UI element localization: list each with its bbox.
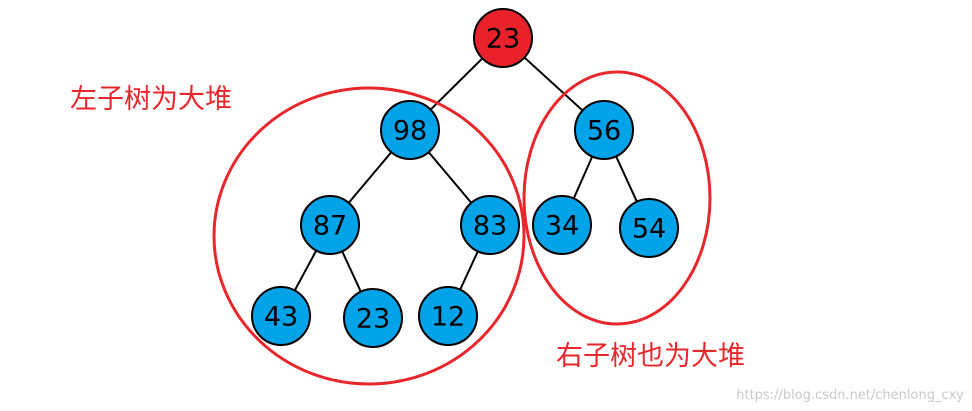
node-value: 87 xyxy=(313,211,347,242)
tree-node-lr: 83 xyxy=(460,195,520,255)
node-value: 54 xyxy=(632,214,666,245)
node-value: 34 xyxy=(545,211,579,242)
tree-node-rr: 54 xyxy=(619,198,679,258)
node-value: 23 xyxy=(486,24,520,55)
node-value: 98 xyxy=(393,116,427,147)
right-subtree-annotation: 右子树也为大堆 xyxy=(556,341,745,372)
left-subtree-annotation: 左子树为大堆 xyxy=(70,84,232,115)
node-circle xyxy=(251,286,311,346)
tree-node-ll: 87 xyxy=(300,195,360,255)
node-value: 12 xyxy=(431,302,465,333)
node-value: 83 xyxy=(473,211,507,242)
left-subtree-outline xyxy=(212,86,526,386)
node-circle xyxy=(460,195,520,255)
node-circle xyxy=(619,198,679,258)
node-value: 43 xyxy=(264,302,298,333)
node-value: 23 xyxy=(356,304,390,335)
tree-node-lrl: 12 xyxy=(418,286,478,346)
node-circle xyxy=(343,288,403,348)
node-circle xyxy=(418,286,478,346)
tree-node-l: 98 xyxy=(380,100,440,160)
node-value: 56 xyxy=(587,116,621,147)
right-subtree-outline xyxy=(522,70,712,326)
node-circle xyxy=(473,8,533,68)
tree-node-rl: 34 xyxy=(532,195,592,255)
tree-node-lll: 43 xyxy=(251,286,311,346)
node-circle xyxy=(300,195,360,255)
node-circle xyxy=(574,100,634,160)
tree-node-root: 23 xyxy=(473,8,533,68)
tree-node-r: 56 xyxy=(574,100,634,160)
node-circle xyxy=(380,100,440,160)
watermark: https://blog.csdn.net/chenlong_cxy xyxy=(736,388,964,403)
tree-node-llr: 23 xyxy=(343,288,403,348)
node-circle xyxy=(532,195,592,255)
